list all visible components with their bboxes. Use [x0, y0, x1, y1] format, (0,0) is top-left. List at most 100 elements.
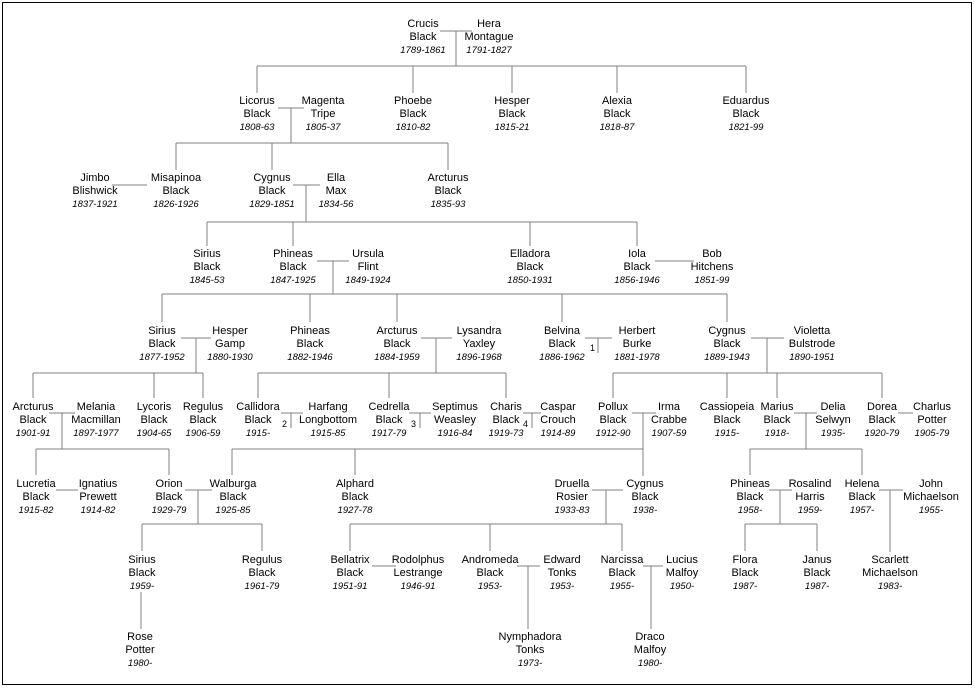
- person-dates: 1959-: [129, 581, 155, 592]
- person-dates: 1791-1827: [466, 45, 512, 56]
- person-dates: 1916-84: [437, 428, 473, 439]
- person-dates: 1810-82: [395, 122, 431, 133]
- person-dates: 1973-: [517, 658, 543, 669]
- person-dates: 1917-79: [371, 428, 407, 439]
- person-dates: 1906-59: [185, 428, 221, 439]
- person-dates: 1983-: [877, 581, 903, 592]
- person-dates: 1953-: [477, 581, 503, 592]
- person-dates: 1901-91: [15, 428, 51, 439]
- person-dates: 1929-79: [151, 505, 187, 516]
- person-dates: 1882-1946: [287, 352, 333, 363]
- person-dates: 1958-: [737, 505, 763, 516]
- person-dates: 1808-63: [239, 122, 275, 133]
- person-dates: 1877-1952: [139, 352, 185, 363]
- person-dates: 1818-87: [599, 122, 635, 133]
- person-dates: 1925-85: [215, 505, 251, 516]
- person-dates: 1851-99: [694, 275, 730, 286]
- person-dates: 1957-: [849, 505, 875, 516]
- person-dates: 1935-: [820, 428, 846, 439]
- person-dates: 1896-1968: [456, 352, 502, 363]
- person-dates: 1886-1962: [539, 352, 585, 363]
- person-dates: 1837-1921: [72, 199, 118, 210]
- person-dates: 1951-91: [332, 581, 368, 592]
- person-dates: 1915-82: [18, 505, 54, 516]
- person-dates: 1847-1925: [270, 275, 316, 286]
- person-dates: 1897-1977: [73, 428, 119, 439]
- person-dates: 1834-56: [318, 199, 354, 210]
- person-dates: 1955-: [609, 581, 635, 592]
- person-dates: 1933-83: [554, 505, 590, 516]
- person-dates: 1918-: [764, 428, 790, 439]
- person-dates: 1980-: [127, 658, 153, 669]
- person-dates: 1927-78: [337, 505, 373, 516]
- person-dates: 1884-1959: [374, 352, 420, 363]
- person-dates: 1980-: [637, 658, 663, 669]
